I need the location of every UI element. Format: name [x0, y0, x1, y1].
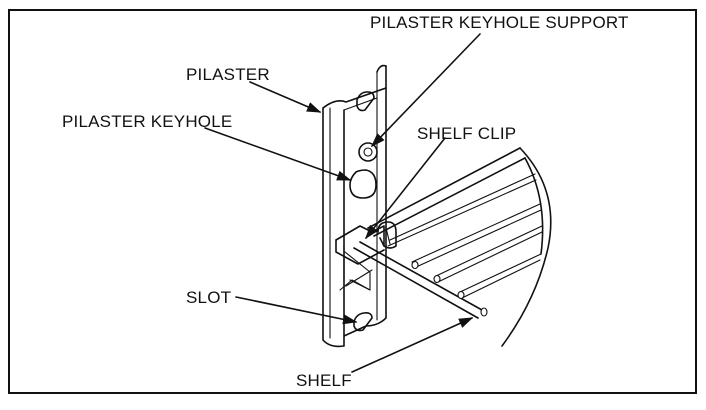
label-pilaster-keyhole-support: PILASTER KEYHOLE SUPPORT	[370, 13, 629, 32]
pilaster-keyhole	[349, 169, 377, 199]
leader-keyhole-support	[371, 33, 481, 148]
leader-shelf	[351, 317, 474, 373]
leader-slot	[235, 296, 358, 325]
label-pilaster-keyhole: PILASTER KEYHOLE	[62, 112, 232, 131]
leader-keyhole	[204, 127, 352, 181]
diagram-frame	[8, 9, 697, 394]
leader-pilaster	[249, 81, 322, 113]
pilaster-top-slot	[356, 91, 375, 112]
shelf	[353, 147, 552, 347]
pilaster-keyhole-support	[358, 142, 378, 162]
label-slot: SLOT	[186, 288, 231, 307]
label-pilaster: PILASTER	[186, 65, 270, 84]
leader-shelf-clip	[365, 137, 446, 240]
label-shelf-clip: SHELF CLIP	[417, 124, 516, 143]
leader-lines	[204, 33, 481, 373]
pilaster	[322, 64, 387, 348]
pilaster-bottom-slot	[353, 312, 373, 332]
label-shelf: SHELF	[296, 371, 352, 390]
